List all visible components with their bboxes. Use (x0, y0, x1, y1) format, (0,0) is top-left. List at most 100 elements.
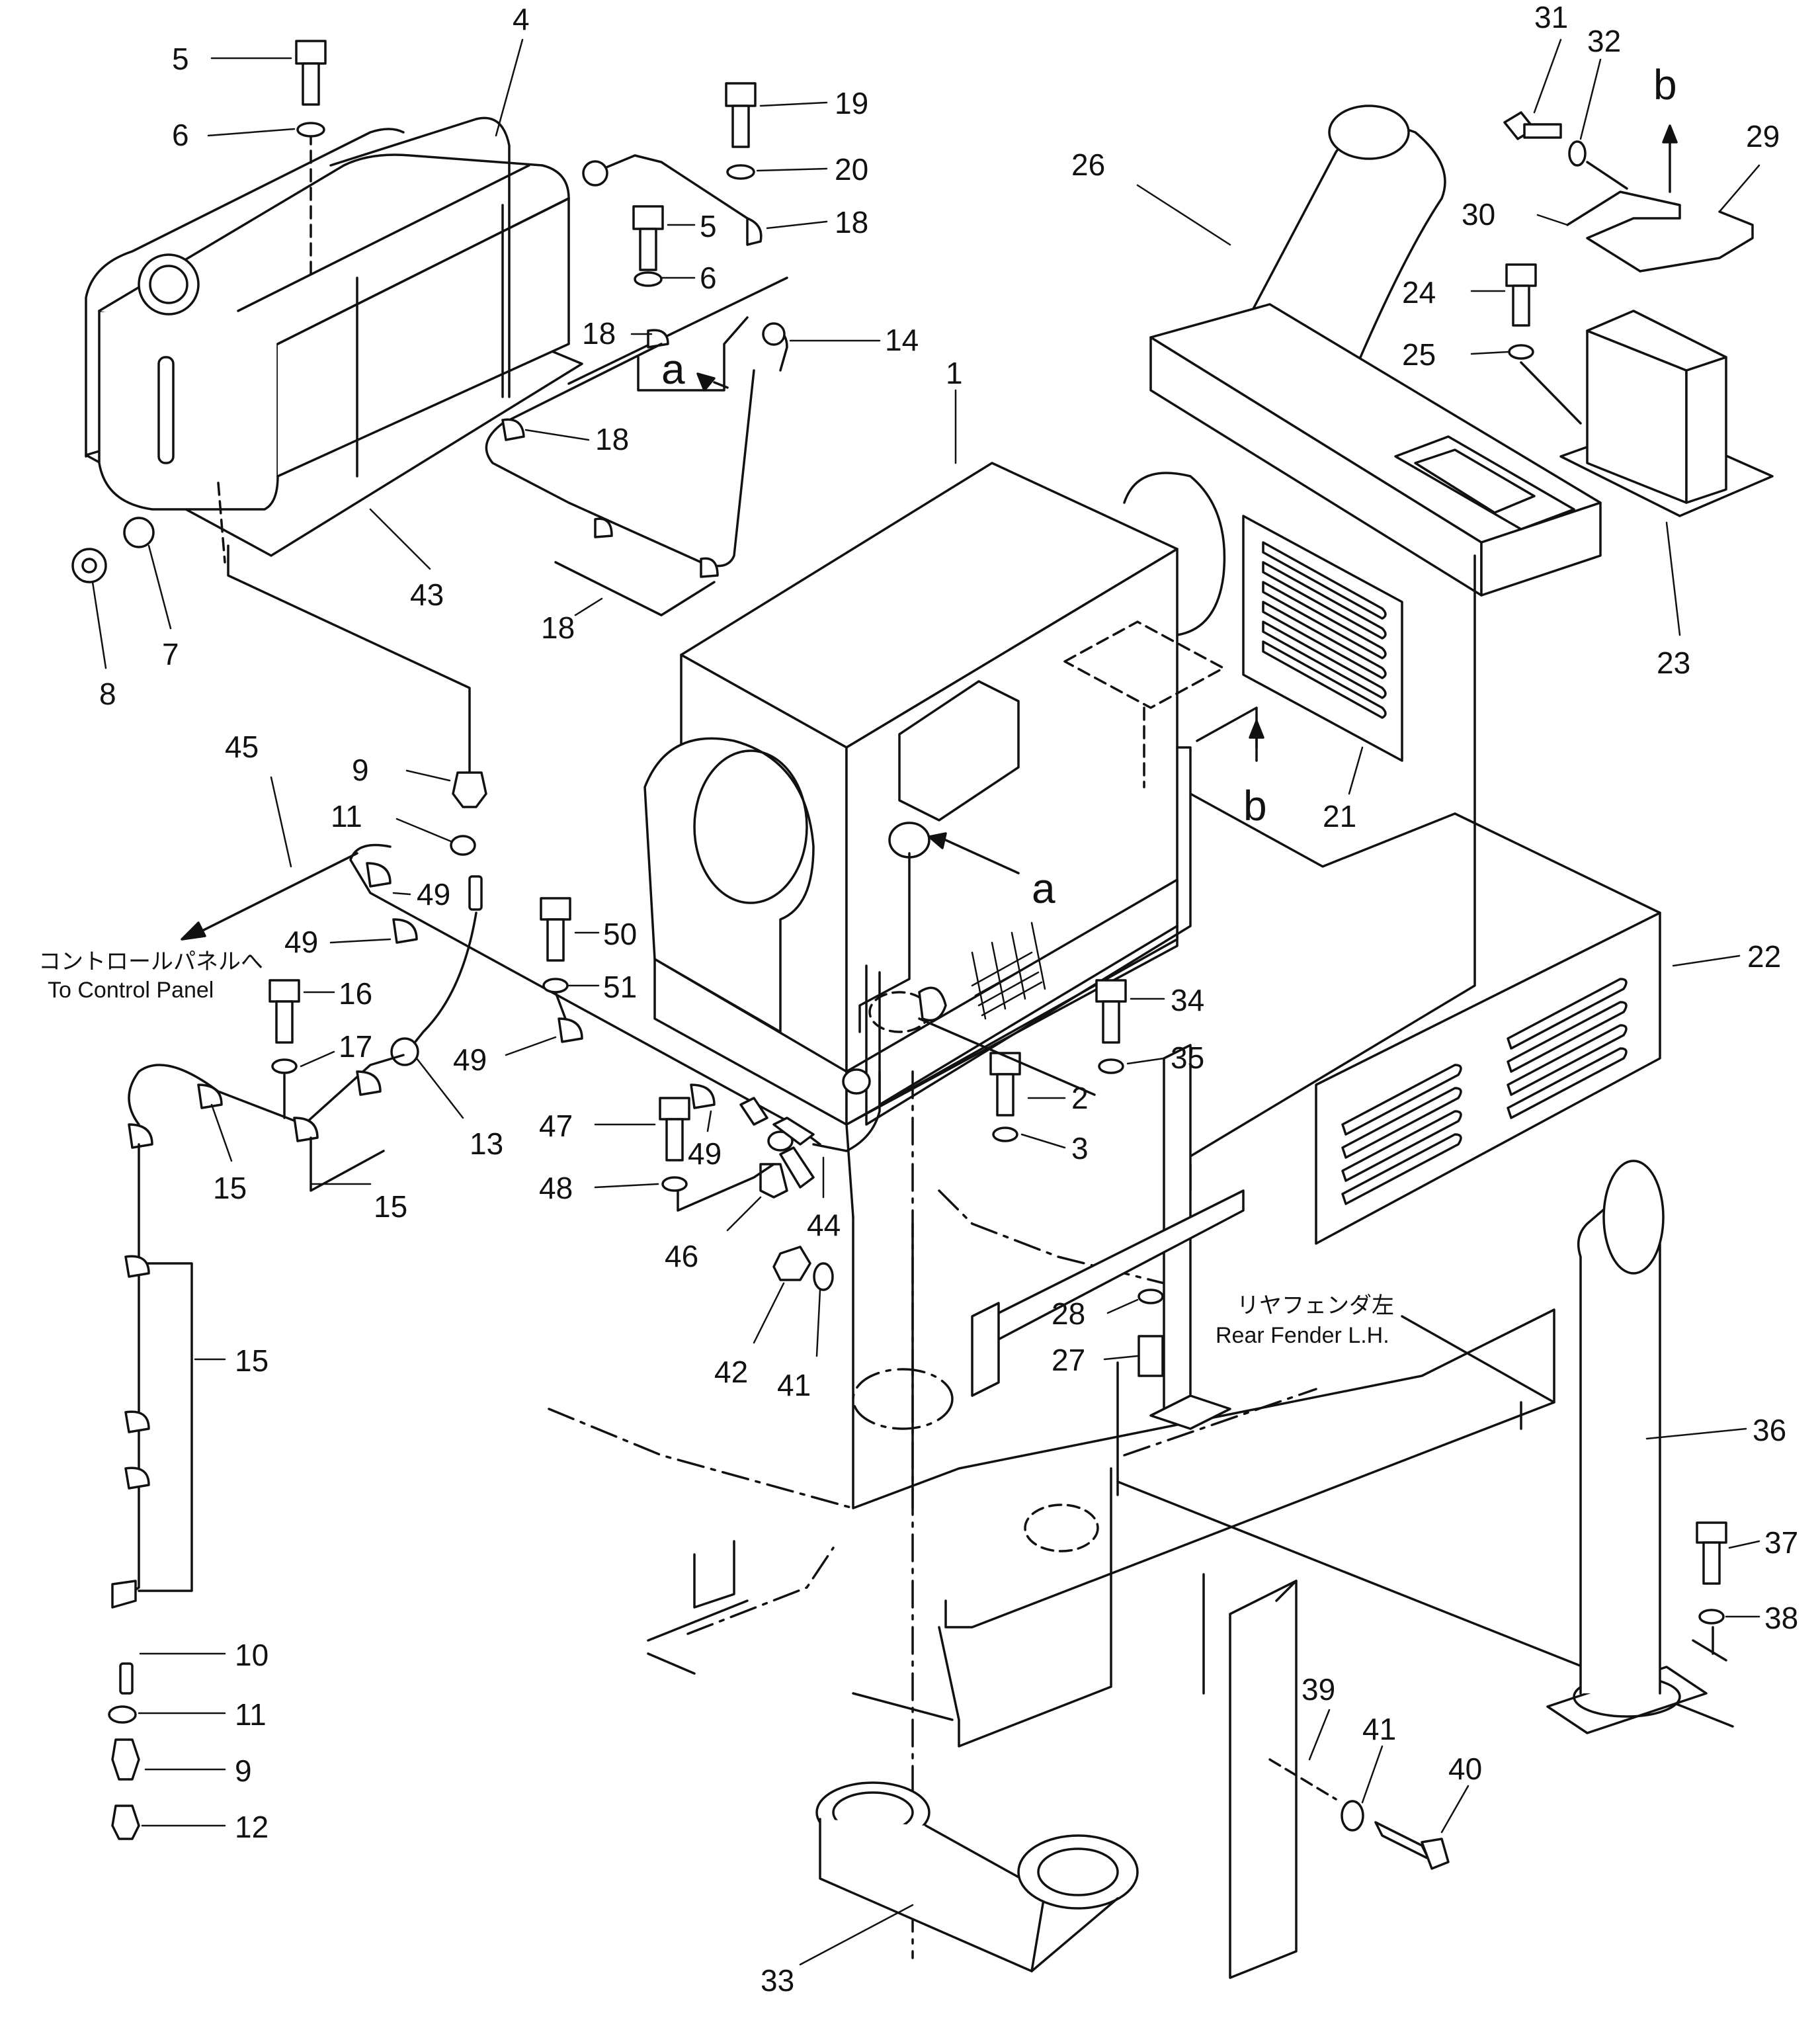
frame-line-a (1189, 792, 1661, 914)
label-11b: 11 (235, 1697, 267, 1732)
leader-lines (91, 38, 1760, 1966)
tank-drain-line (227, 544, 471, 775)
grille-21-louvers (1262, 541, 1387, 719)
label-15b: 15 (374, 1189, 407, 1224)
heater-unit (643, 462, 1226, 1126)
leader-9a (405, 769, 451, 782)
note-rear-fender-en: Rear Fender L.H. (1216, 1323, 1389, 1348)
duct-26-mouth (1328, 105, 1410, 160)
bolt-5b-shank (639, 228, 657, 271)
clamp-15e (124, 1255, 150, 1278)
drain-axis (217, 482, 226, 564)
label-35: 35 (1171, 1040, 1204, 1075)
label-7: 7 (162, 637, 179, 671)
washer-17 (271, 1058, 298, 1074)
ref-letter-b-top: b (1653, 61, 1677, 108)
label-37: 37 (1764, 1525, 1798, 1560)
label-49a: 49 (417, 877, 450, 911)
heater-fuel-filter (888, 822, 931, 859)
leader-43 (369, 508, 431, 570)
label-11a: 11 (331, 799, 362, 833)
hose-end-upper (582, 160, 608, 187)
ref-b-arrowhead-top (1662, 124, 1678, 144)
label-48: 48 (539, 1171, 573, 1205)
tank-assembly (85, 116, 583, 557)
fitting-9a (452, 771, 487, 808)
leader-21 (1348, 746, 1364, 795)
exhaust-pipe (1546, 1160, 1727, 1734)
fender-base (1149, 1394, 1231, 1430)
leader-35 (1126, 1057, 1165, 1065)
leader-29 (1718, 164, 1760, 213)
mesh-line (991, 941, 1007, 1010)
notes: コントロールパネルへ To Control Panel リヤフェンダ左 Rear… (38, 949, 1394, 1348)
duct-26-base-side (1480, 501, 1602, 597)
label-42: 42 (714, 1355, 748, 1389)
frame-line-n (1692, 1639, 1727, 1662)
label-18c: 18 (595, 422, 629, 456)
frame-line-h (852, 1692, 954, 1721)
fitting-44c (772, 1117, 815, 1146)
leader-19 (759, 101, 828, 107)
grille-22-louvers (1341, 978, 1628, 1205)
label-24: 24 (1402, 275, 1436, 310)
hose-sleeve-10 (119, 1662, 134, 1695)
clamp-15d (128, 1123, 153, 1149)
label-23: 23 (1657, 646, 1690, 680)
bolt-37-shank (1702, 1541, 1721, 1585)
frame-hole-2 (1024, 1504, 1099, 1552)
label-50: 50 (603, 917, 637, 951)
louver (1262, 541, 1387, 620)
to-control-panel-arrowhead (181, 921, 206, 941)
misc-bolts (269, 897, 1127, 1291)
bolt-50-axis (554, 991, 567, 1020)
clamp-46-plate (677, 1163, 775, 1212)
leader-15a (210, 1103, 233, 1162)
bolt-50 (540, 897, 571, 921)
mesh-line (971, 951, 1033, 987)
heater-lower-frame-right (845, 878, 1179, 1126)
mesh-line (1030, 921, 1046, 990)
washer-35 (1098, 1058, 1124, 1074)
leader-22 (1672, 954, 1741, 967)
leader-49b (329, 938, 392, 944)
label-16: 16 (339, 976, 372, 1011)
louver (1507, 1047, 1628, 1119)
plate-39 (1229, 1580, 1450, 1979)
label-2: 2 (1071, 1081, 1089, 1115)
upper-duct (1149, 105, 1774, 597)
clamp-15b (293, 1117, 319, 1142)
label-17: 17 (339, 1029, 372, 1064)
label-25: 25 (1402, 337, 1436, 372)
plate-39-face (1229, 1580, 1298, 1979)
label-26: 26 (1071, 148, 1105, 182)
bolt-34 (1095, 979, 1127, 1003)
clamp-15h (111, 1580, 137, 1609)
leader-3 (1020, 1133, 1066, 1149)
tank-level-gauge (157, 356, 175, 464)
drain-plug-8-inner (81, 558, 97, 573)
tank-filler-cap (138, 253, 200, 316)
bolt-34-axis (918, 1017, 1096, 1096)
pipe-36-mouth (1602, 1160, 1665, 1275)
bolt-2-shank (996, 1073, 1014, 1117)
leader-48 (594, 1183, 659, 1189)
leader-28 (1106, 1298, 1139, 1314)
label-39: 39 (1302, 1672, 1335, 1707)
leader-41b (1361, 1745, 1384, 1804)
mesh-line (981, 981, 1043, 1017)
leader-8 (91, 581, 107, 669)
leader-17 (300, 1050, 335, 1068)
louver (1262, 601, 1387, 679)
clamp-plate-18a (567, 276, 788, 385)
label-47: 47 (539, 1109, 573, 1143)
bolt-47 (659, 1097, 690, 1121)
label-46: 46 (665, 1239, 698, 1273)
drain-plug-8 (71, 548, 107, 583)
frame-line-e (647, 1652, 696, 1675)
clip-11b (108, 1705, 137, 1724)
bolt-47-shank (665, 1118, 684, 1162)
clamp-18e (700, 557, 719, 578)
ref-a-arrow-tank-shaft (713, 381, 729, 389)
leader-18c (524, 429, 590, 441)
